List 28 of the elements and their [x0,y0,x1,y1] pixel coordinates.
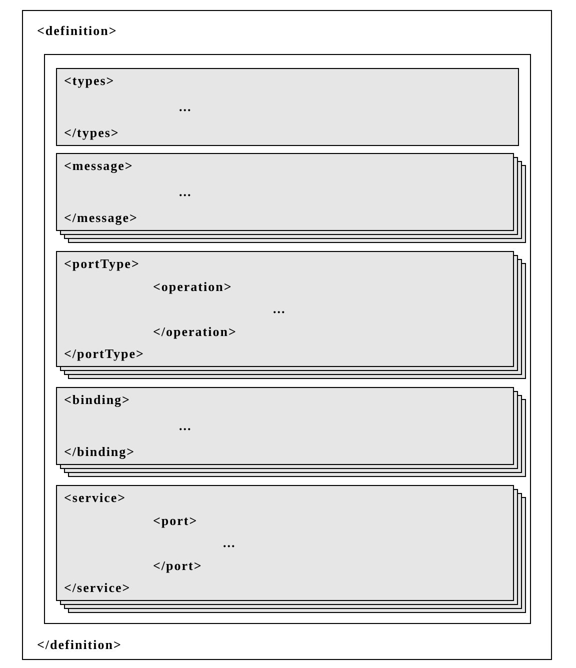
code-line: <operation> [153,278,232,294]
stacked-element-card [56,485,526,613]
code-line: </binding> [64,444,136,460]
element-card [56,68,519,146]
code-line: </portType> [64,346,144,362]
code-line: <service> [64,490,126,506]
code-line: <message> [64,158,134,174]
code-line: </port> [153,558,202,574]
code-line: ... [223,535,236,551]
inner-panel [44,54,531,624]
code-line: ... [179,99,192,115]
code-line: </message> [64,210,138,226]
code-line: ... [179,184,192,200]
tag-text: </definition> [37,637,122,653]
code-line: <port> [153,512,198,528]
stacked-element-card [56,387,526,477]
code-line: </types> [64,125,120,141]
code-line: </service> [64,580,131,596]
tag-text: <definition> [37,23,118,39]
stacked-element-card [56,153,526,243]
code-line: </operation> [153,324,237,340]
definition-panel [22,10,552,660]
code-line: <binding> [64,392,130,408]
code-line: ... [273,301,286,317]
code-line: ... [179,418,192,434]
code-line: <portType> [64,256,140,272]
code-line: <types> [64,73,115,89]
stacked-element-card [56,251,526,379]
